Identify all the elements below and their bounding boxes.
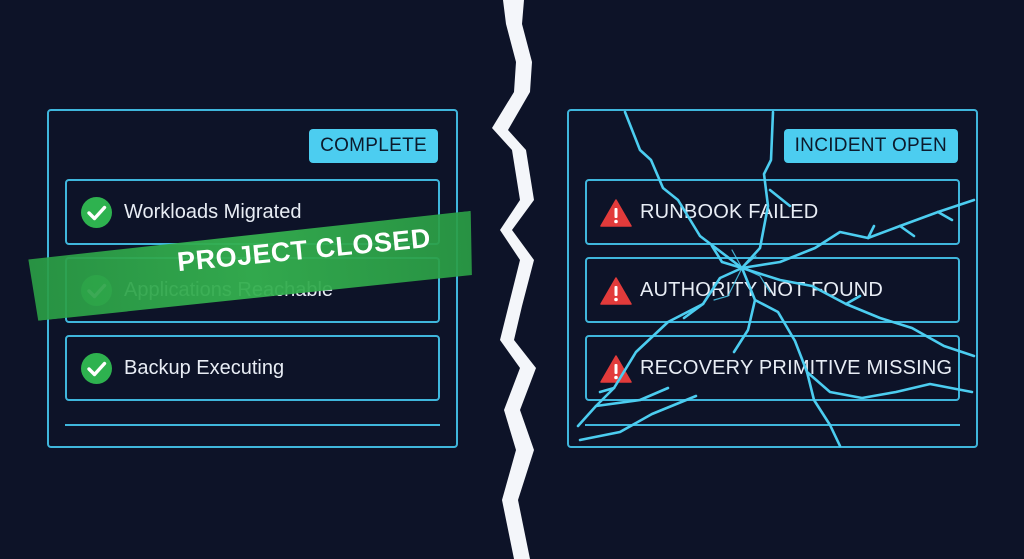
status-row-backup: Backup Executing (65, 335, 440, 401)
status-row-label: Backup Executing (124, 357, 285, 379)
panel-divider (585, 424, 960, 426)
panel-incident: INCIDENT OPEN RUNBOOK FAILED AUTHORITY N… (567, 109, 978, 448)
check-circle-icon (81, 353, 112, 384)
status-badge-incident: INCIDENT OPEN (783, 129, 958, 163)
alert-row-recovery: RECOVERY PRIMITIVE MISSING (585, 335, 960, 401)
warning-triangle-icon (600, 355, 632, 388)
alert-row-label: RECOVERY PRIMITIVE MISSING (640, 357, 953, 379)
panel-divider (65, 424, 440, 426)
status-row-label: Workloads Migrated (124, 201, 302, 223)
warning-triangle-icon (600, 199, 632, 232)
alert-row-label: AUTHORITY NOT FOUND (640, 279, 884, 301)
alert-row-runbook: RUNBOOK FAILED (585, 179, 960, 245)
status-badge-complete: COMPLETE (309, 129, 438, 163)
warning-triangle-icon (600, 277, 632, 310)
check-circle-icon (81, 197, 112, 228)
alert-row-label: RUNBOOK FAILED (640, 201, 819, 223)
alert-row-authority: AUTHORITY NOT FOUND (585, 257, 960, 323)
project-closed-banner: PROJECT CLOSED (28, 210, 477, 321)
